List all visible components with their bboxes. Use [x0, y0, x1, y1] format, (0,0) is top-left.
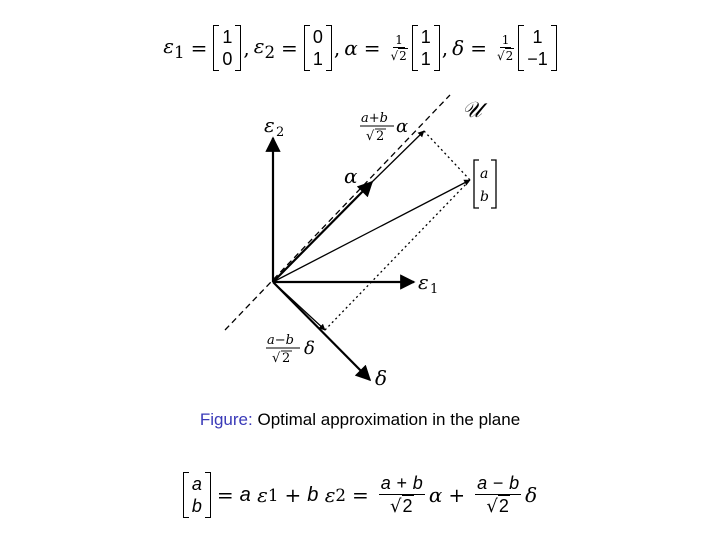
- svg-text:2: 2: [376, 129, 384, 144]
- delta-symbol: δ: [452, 36, 465, 60]
- delta-projection-arrow: [272, 281, 326, 331]
- projection-diagram: 𝒰 ε 2 ε 1 α δ a+b √ 2 α a−b √ 2 δ a b: [224, 94, 497, 390]
- delta-vector: 1−1: [518, 25, 557, 71]
- eps1-label-sub: 1: [430, 282, 438, 297]
- alpha-projection-label: a+b √ 2 α: [360, 111, 408, 144]
- svg-text:b: b: [480, 189, 489, 205]
- ab-vector-arrow: [272, 179, 471, 283]
- subspace-label: 𝒰: [462, 98, 488, 123]
- delta-projection-label: a−b √ 2 δ: [266, 333, 315, 366]
- amb-fraction: a − b √2: [475, 473, 522, 517]
- delta-coefficient: 1√2: [496, 33, 515, 63]
- eps2-label-sub: 2: [276, 125, 284, 140]
- eps2-symbol: ε2: [253, 34, 276, 62]
- svg-text:a−b: a−b: [267, 333, 294, 348]
- projection-to-delta-line: [324, 179, 471, 331]
- eps1-symbol: ε1: [163, 34, 185, 62]
- alpha-coefficient: 1√2: [390, 33, 408, 63]
- alpha-projection-arrow: [371, 130, 425, 183]
- projection-to-alpha-line: [423, 130, 471, 181]
- caption-prefix: Figure:: [199, 410, 253, 429]
- svg-text:√: √: [272, 351, 281, 366]
- apb-fraction: a + b √2: [378, 473, 425, 517]
- delta-label: δ: [375, 366, 387, 390]
- eps1-label: ε: [418, 270, 429, 294]
- svg-text:√: √: [366, 129, 375, 144]
- figure-caption: Figure: Optimal approximation in the pla…: [0, 410, 720, 430]
- alpha-label: α: [344, 164, 358, 188]
- svg-text:a: a: [480, 166, 488, 182]
- alpha-symbol: α: [344, 36, 358, 60]
- svg-text:a+b: a+b: [361, 111, 388, 126]
- svg-text:α: α: [396, 116, 408, 137]
- caption-text: Optimal approximation in the plane: [257, 410, 521, 429]
- alpha-arrow: [272, 180, 374, 283]
- subspace-line: [224, 94, 451, 331]
- point-ab-label: a b: [473, 159, 497, 209]
- eps2-label: ε: [264, 113, 275, 137]
- svg-text:2: 2: [282, 351, 290, 366]
- delta-arrow: [272, 281, 372, 382]
- svg-text:δ: δ: [304, 338, 315, 359]
